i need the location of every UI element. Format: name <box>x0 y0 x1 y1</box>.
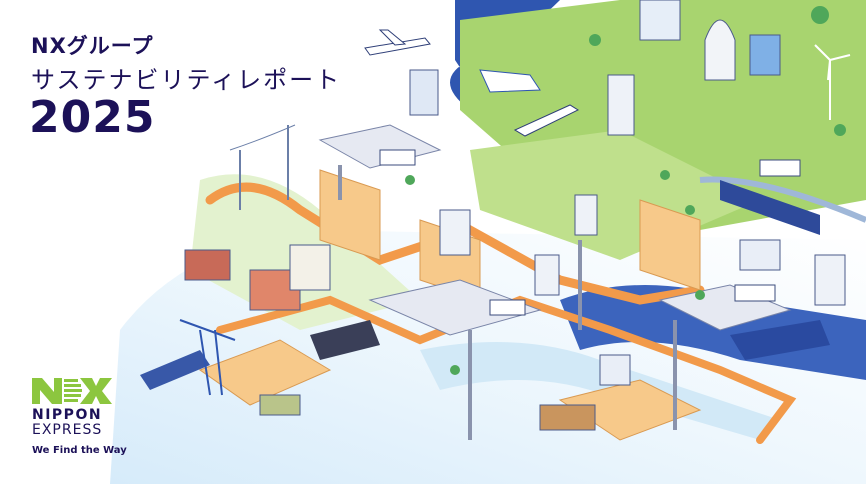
utility-poles <box>229 124 296 210</box>
trucks <box>379 149 801 316</box>
buildings <box>184 0 846 431</box>
nx-logo-mark <box>32 378 112 404</box>
river-right <box>560 285 866 380</box>
train <box>310 180 820 360</box>
airplanes <box>364 29 580 137</box>
brand-tagline: We Find the Way <box>32 445 127 456</box>
trees <box>405 6 846 375</box>
wind-turbines <box>814 44 851 120</box>
crane <box>179 319 236 396</box>
brand-name-nippon: NIPPON <box>32 407 103 423</box>
road-orange-2 <box>216 295 797 444</box>
brand-name-express: EXPRESS <box>32 422 103 438</box>
report-year: 2025 <box>29 92 156 143</box>
ships <box>140 69 830 390</box>
report-group-name: NXグループ <box>31 34 154 58</box>
report-title: サステナビリティレポート <box>31 66 342 94</box>
rail-track <box>699 176 866 223</box>
stairs-platforms <box>198 169 702 441</box>
pillars <box>338 165 677 440</box>
